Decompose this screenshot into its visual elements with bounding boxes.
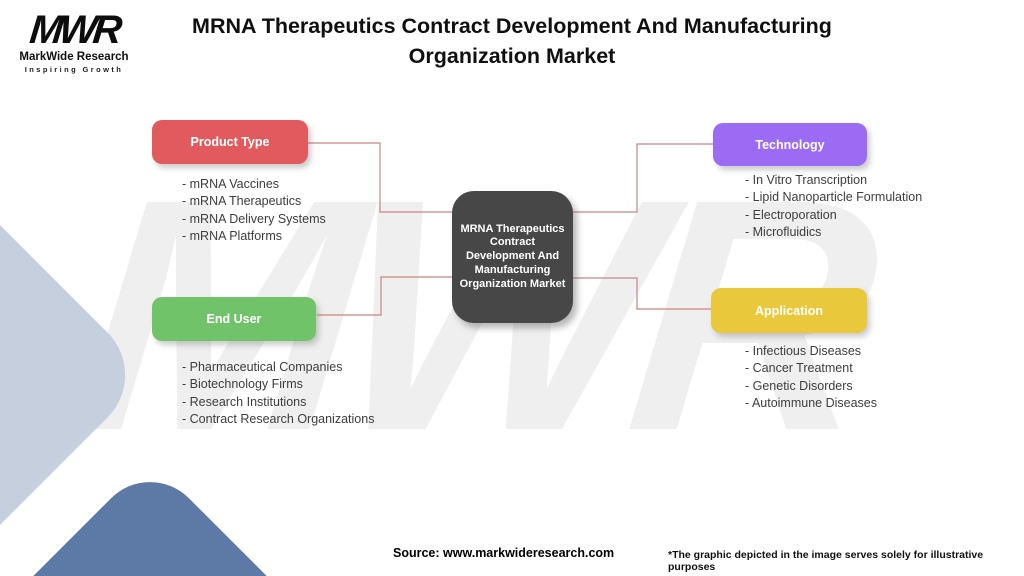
central-node-label: MRNA Therapeutics Contract Development A… (459, 222, 566, 290)
category-label-application: Application (754, 303, 824, 318)
list-item: - Research Institutions (182, 394, 307, 409)
source-text: Source: www.markwideresearch.com (393, 546, 615, 560)
category-label-technology: Technology (755, 137, 825, 152)
category-box-technology: Technology (713, 123, 867, 166)
list-item: - Biotechnology Firms (182, 377, 303, 392)
category-box-end-user: End User (152, 297, 316, 341)
category-box-product-type: Product Type (152, 120, 308, 164)
category-list-technology: - In Vitro Transcription - Lipid Nanopar… (745, 172, 922, 241)
list-item: - Contract Research Organizations (182, 411, 375, 426)
category-label-product-type: Product Type (190, 135, 270, 149)
list-item: - mRNA Delivery Systems (182, 211, 326, 226)
list-item: - Genetic Disorders (745, 378, 853, 393)
list-item: - mRNA Vaccines (182, 177, 280, 191)
page-title: MRNA Therapeutics Contract Development A… (192, 14, 832, 68)
list-item: - In Vitro Transcription (745, 173, 868, 187)
list-item: - Infectious Diseases (745, 344, 862, 358)
logo-tagline: Inspiring Growth (24, 65, 124, 74)
list-item: - Microfluidics (745, 224, 822, 239)
category-label-end-user: End User (206, 312, 262, 326)
disclaimer-text: *The graphic depicted in the image serve… (668, 549, 984, 573)
central-node: MRNA Therapeutics Contract Development A… (452, 191, 573, 323)
list-item: - Pharmaceutical Companies (182, 360, 343, 374)
list-item: - mRNA Platforms (182, 228, 283, 243)
category-list-end-user: - Pharmaceutical Companies - Biotechnolo… (182, 359, 374, 428)
category-list-product-type: - mRNA Vaccines - mRNA Therapeutics - mR… (182, 176, 326, 245)
list-item: - mRNA Therapeutics (182, 194, 302, 209)
category-box-application: Application (711, 288, 867, 333)
category-list-application: - Infectious Diseases - Cancer Treatment… (745, 343, 877, 412)
logo: MWR MarkWide Research Inspiring Growth (18, 8, 130, 74)
logo-name: MarkWide Research (19, 51, 129, 63)
list-item: - Autoimmune Diseases (745, 395, 878, 410)
list-item: - Cancer Treatment (745, 361, 853, 376)
list-item: - Lipid Nanoparticle Formulation (745, 190, 923, 205)
list-item: - Electroporation (745, 207, 837, 222)
